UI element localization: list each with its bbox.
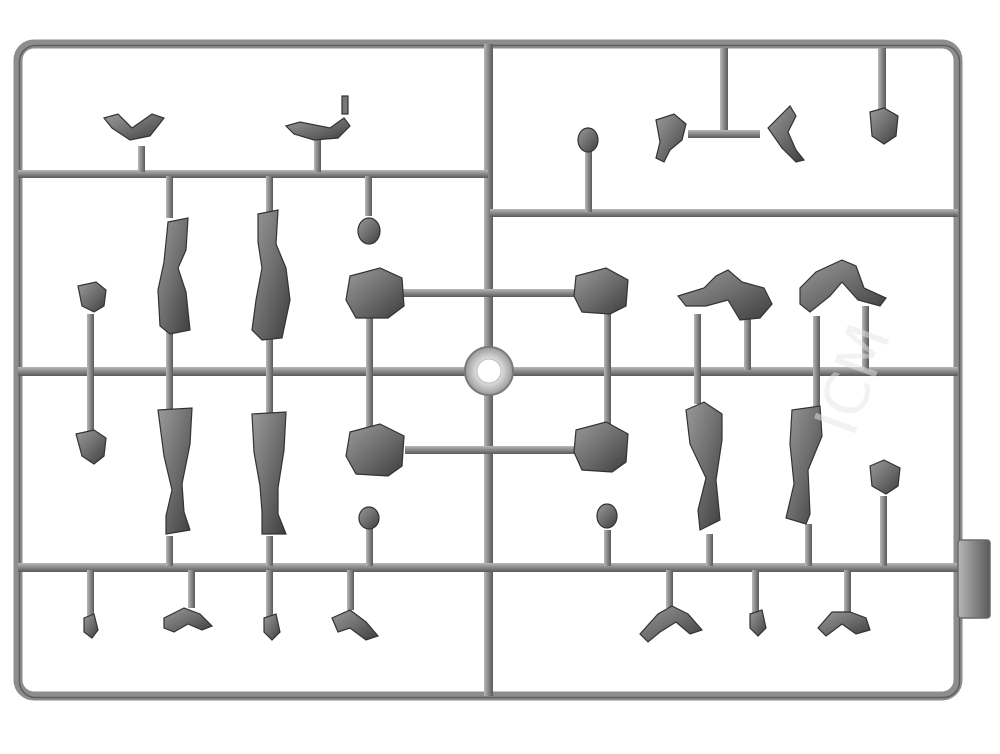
part-arm <box>284 117 351 141</box>
part-arm <box>102 113 165 141</box>
part-arm <box>655 113 687 163</box>
part-leg <box>676 269 773 321</box>
part-head <box>357 217 381 245</box>
part-arm <box>767 105 806 163</box>
part-arm <box>639 605 704 643</box>
part-collar <box>869 107 899 145</box>
part-leg <box>685 401 723 531</box>
part-hand <box>263 613 281 641</box>
part-head <box>596 503 618 529</box>
part-hand <box>83 613 99 639</box>
part-torso <box>573 267 629 315</box>
part-collar <box>869 459 901 495</box>
part-torso <box>345 423 405 477</box>
part-leg <box>251 411 287 535</box>
part-leg <box>251 209 291 341</box>
figure-parts <box>75 95 901 643</box>
part-leg <box>157 407 193 535</box>
part-head <box>577 127 599 153</box>
part-collar <box>77 281 107 313</box>
part-arm <box>163 607 214 633</box>
sprue-tab <box>957 539 991 619</box>
part-hand <box>749 609 767 637</box>
part-leg <box>799 259 887 313</box>
part-arm <box>331 609 380 641</box>
part-arm <box>817 611 871 637</box>
part-torso <box>573 421 629 473</box>
part-gates <box>87 140 887 618</box>
part-head <box>358 506 380 530</box>
part-leg <box>157 217 191 335</box>
sprue-hub <box>464 346 514 396</box>
part-torso <box>345 267 405 319</box>
part-leg <box>785 405 823 525</box>
part-collar <box>75 429 107 465</box>
